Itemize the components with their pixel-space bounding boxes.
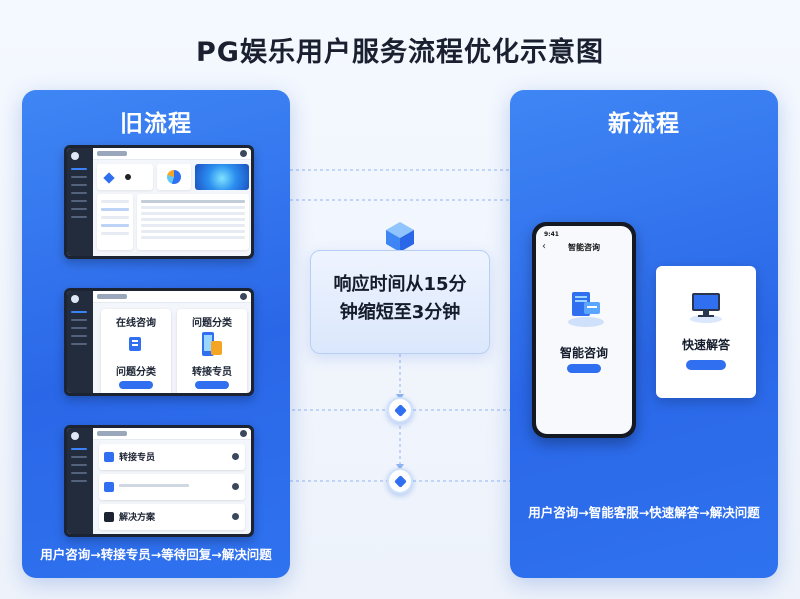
- smart-consult-button[interactable]: [567, 364, 601, 373]
- arrow-icon: [232, 513, 239, 520]
- list-item-label: 转接专员: [119, 453, 156, 463]
- page-title: PG娱乐用户服务流程优化示意图: [196, 37, 604, 68]
- response-time-line1: 响应时间从15分: [333, 274, 467, 295]
- category-card: 问题分类 转接专员: [177, 309, 247, 393]
- document-icon: [104, 452, 114, 462]
- phone-mockup: 9:41 ‹ 智能咨询 智能咨询: [532, 222, 636, 438]
- document-stack-icon: [566, 288, 606, 328]
- banner-card: [195, 164, 249, 190]
- list-item-label: 解决方案: [119, 513, 156, 523]
- old-category-screen: 在线咨询 问题分类 问题分类 转接专员: [64, 288, 254, 396]
- old-flow-footer: 用户咨询→转接专员→等待回复→解决问题: [40, 547, 272, 562]
- document-icon: [104, 482, 114, 492]
- new-flow-footer: 用户咨询→智能客服→快速解答→解决问题: [528, 505, 760, 520]
- fast-answer-card: 快速解答: [656, 266, 756, 398]
- sidebar: [67, 148, 93, 256]
- consult-card-button[interactable]: [119, 381, 153, 389]
- list-item[interactable]: 解决方案: [99, 504, 245, 530]
- list-item[interactable]: 转接专员: [99, 444, 245, 470]
- old-transfer-screen: 转接专员 解决方案: [64, 425, 254, 537]
- response-time-badge: 响应时间从15分 钟缩短至3分钟: [310, 250, 490, 354]
- sidebar: [67, 428, 93, 534]
- arrow-icon: [232, 453, 239, 460]
- monitor-icon: [688, 290, 724, 324]
- diamond-node-icon: [387, 397, 413, 423]
- sidebar: [67, 291, 93, 393]
- stat-card: [97, 164, 153, 190]
- smart-consult-label: 智能咨询: [559, 346, 608, 360]
- chat-icon: [127, 335, 145, 355]
- old-dashboard-screen: [64, 145, 254, 259]
- phone-title: 智能咨询: [568, 243, 600, 252]
- response-time-line2: 钟缩短至3分钟: [339, 302, 461, 323]
- phone-time: 9:41: [544, 231, 559, 238]
- consult-card: 在线咨询 问题分类: [101, 309, 171, 393]
- list-item[interactable]: [99, 474, 245, 500]
- arrow-icon: [232, 483, 239, 490]
- category-card-subtitle: 转接专员: [192, 367, 232, 378]
- table-card: [137, 194, 249, 250]
- chart-card: [157, 164, 191, 190]
- old-flow-title: 旧流程: [120, 111, 192, 137]
- new-flow-title: 新流程: [608, 111, 680, 137]
- back-icon[interactable]: ‹: [542, 241, 546, 252]
- phone-tablet-icon: [201, 331, 223, 359]
- diamond-node-icon: [387, 468, 413, 494]
- fast-answer-label: 快速解答: [681, 338, 730, 352]
- cube-icon: [383, 220, 417, 254]
- category-card-title: 问题分类: [192, 318, 232, 329]
- category-card-button[interactable]: [195, 381, 229, 389]
- document-icon: [104, 512, 114, 522]
- consult-card-subtitle: 问题分类: [116, 367, 156, 378]
- consult-card-title: 在线咨询: [116, 318, 156, 329]
- old-flow-panel: 旧流程: [22, 90, 290, 578]
- fast-answer-button[interactable]: [686, 360, 726, 370]
- list-card: [97, 194, 133, 250]
